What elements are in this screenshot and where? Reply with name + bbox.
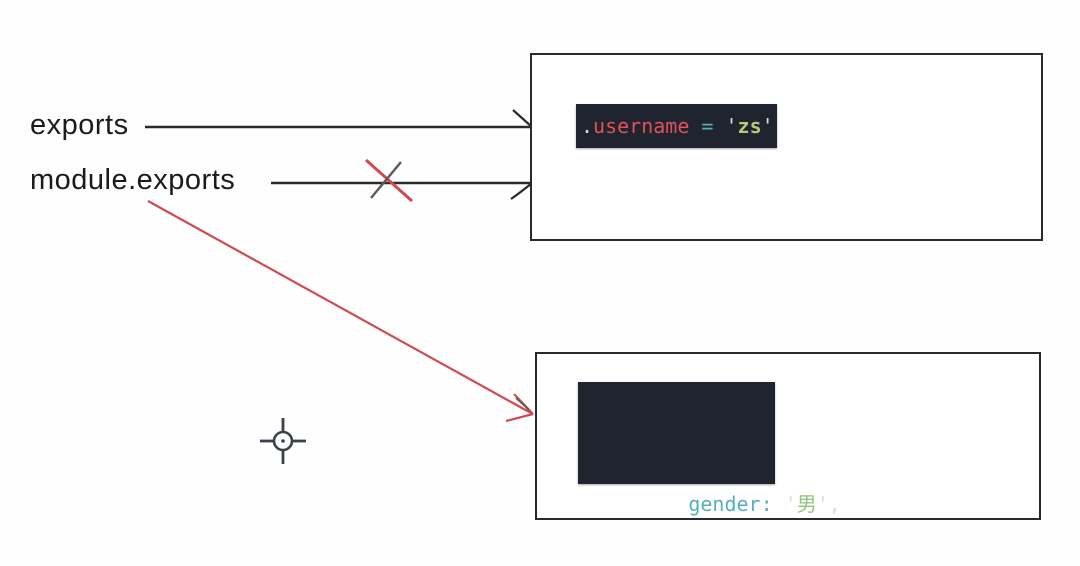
code-snippet-gender-age: gender: '男', age: 22 <box>578 382 841 516</box>
code-token-zs-string: zs <box>737 114 762 138</box>
module-exports-arrow <box>271 181 533 200</box>
label-exports: exports <box>30 109 129 141</box>
code-token-equals: = <box>689 114 726 138</box>
code-token-dot: . <box>581 114 594 138</box>
code-token-gender-key: gender <box>688 492 761 516</box>
code-token-close-quote: ' <box>761 114 774 138</box>
code-token-close-quote: ' <box>816 492 829 516</box>
code-line-gender: gender: '男', <box>592 437 840 516</box>
code-token-male-string: 男 <box>796 492 817 516</box>
exports-arrow <box>145 109 533 129</box>
crosshair-cursor-icon <box>260 418 306 464</box>
red-diagonal-arrow <box>147 200 534 423</box>
code-token-open-quote: ' <box>725 114 738 138</box>
label-module-exports: module.exports <box>30 164 236 196</box>
code-token-username: username <box>593 114 690 138</box>
code-token-colon: : <box>760 492 785 516</box>
code-token-open-quote: ' <box>784 492 797 516</box>
module-exports-object-box: gender: '男', age: 22 <box>535 352 1041 520</box>
exports-object-box: .username = 'zs' <box>530 53 1043 241</box>
code-snippet-username: .username = 'zs' <box>576 104 777 148</box>
red-x-icon <box>365 158 413 203</box>
code-token-comma: , <box>828 492 841 516</box>
